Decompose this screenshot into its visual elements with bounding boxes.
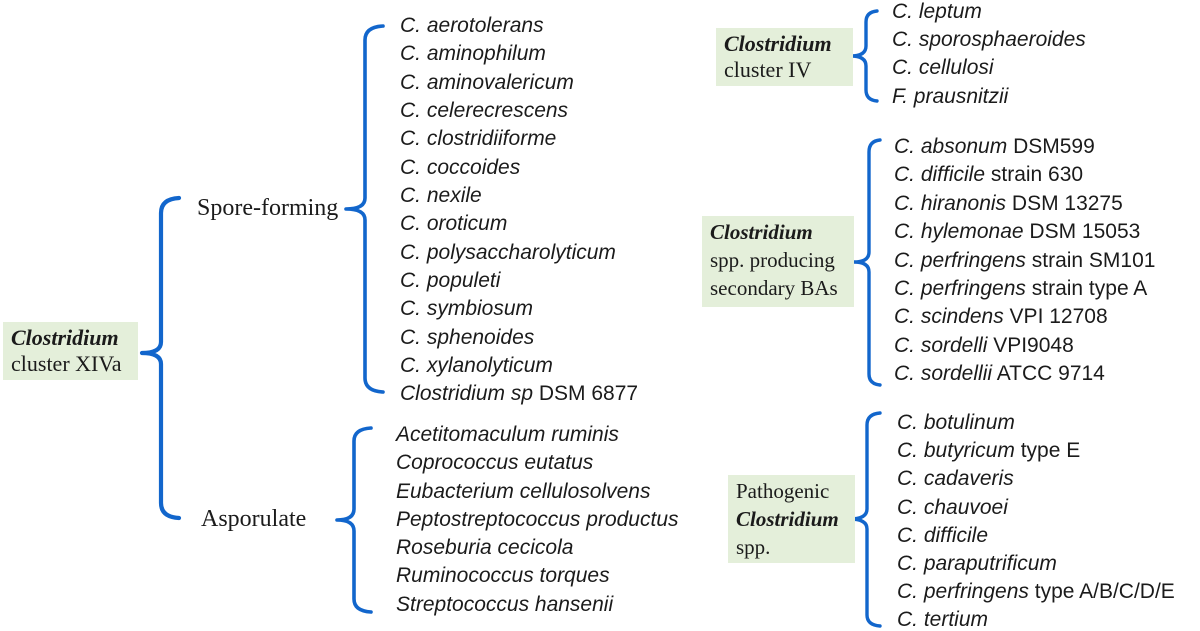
species-item: F. prausnitzii <box>892 84 1009 108</box>
species-item: Roseburia cecicola <box>396 536 574 560</box>
pathogenic-species-list: C. botulinum C. butyricum type E C. cadave… <box>897 409 1175 631</box>
cluster-xiva-label-box: Clostridium cluster XIVa <box>3 322 138 380</box>
species-item: Peptostreptococcus productus <box>396 507 679 531</box>
species-item: C. celerecrescens <box>400 99 569 123</box>
cluster-iv-genus: Clostridium <box>724 31 832 56</box>
species-item: C. hylemonae DSM 15053 <box>894 220 1141 244</box>
species-item: Clostridium sp DSM 6877 <box>400 382 639 406</box>
species-item: C. aerotolerans <box>400 14 544 37</box>
species-item: C. polysaccharolyticum <box>400 240 616 264</box>
species-item: C. botulinum <box>897 411 1015 434</box>
secondary-bas-label-box: Clostridium spp. producing secondary BAs <box>702 216 854 307</box>
species-item: C. populeti <box>400 269 501 293</box>
species-item: C. clostridiiforme <box>400 127 557 151</box>
species-item: C. perfringens type A/B/C/D/E <box>897 580 1175 604</box>
species-item: C. absonum DSM599 <box>894 135 1095 158</box>
species-item: C. tertium <box>897 608 989 631</box>
spore-forming-label: Spore-forming <box>197 195 339 221</box>
cluster-iv-species-list: C. leptum C. sporosphaeroides C. cellulosi… <box>892 0 1086 111</box>
species-item: Eubacterium cellulosolvens <box>396 479 651 503</box>
species-item: C. hiranonis DSM 13275 <box>894 191 1123 215</box>
species-item: C. oroticum <box>400 212 508 236</box>
secondary-bas-species-list: C. absonum DSM599 C. difficile strain 630… <box>894 133 1155 389</box>
secondary-bas-line3: secondary BAs <box>710 276 838 300</box>
species-item: C. difficile strain 630 <box>894 163 1084 187</box>
species-item: C. coccoides <box>400 155 521 179</box>
species-item: C. nexile <box>400 184 482 208</box>
secondary-bas-line2: spp. producing <box>710 248 835 272</box>
secondary-bas-genus: Clostridium <box>710 220 813 244</box>
species-item: Ruminococcus torques <box>396 564 610 588</box>
pathogenic-genus: Clostridium <box>736 507 839 531</box>
cluster-xiva-name: cluster XIVa <box>11 351 122 376</box>
species-item: Acetitomaculum ruminis <box>396 423 619 446</box>
pathogenic-line1: Pathogenic <box>736 479 830 503</box>
cluster-xiva-brace <box>139 195 182 521</box>
species-item: C. leptum <box>892 0 982 23</box>
secondary-bas-brace <box>852 138 882 387</box>
cluster-iv-name: cluster IV <box>724 57 812 82</box>
species-item: C. aminovalericum <box>400 70 574 94</box>
species-item: Streptococcus hansenii <box>396 592 614 616</box>
species-item: C. xylanolyticum <box>400 354 553 378</box>
cluster-iv-brace <box>849 9 879 103</box>
cluster-iv-label-box: Clostridium cluster IV <box>716 28 853 86</box>
species-item: C. paraputrificum <box>897 552 1057 576</box>
species-item: C. cellulosi <box>892 56 994 80</box>
spore-forming-species-list: C. aerotolerans C. aminophilum C. aminoval… <box>400 12 638 409</box>
species-item: C. sordelli VPI9048 <box>894 333 1074 357</box>
species-item: C. aminophilum <box>400 42 546 66</box>
species-item: C. scindens VPI 12708 <box>894 305 1108 329</box>
spore-forming-brace <box>344 24 385 394</box>
species-item: C. butyricum type E <box>897 439 1081 463</box>
species-item: C. chauvoei <box>897 495 1008 519</box>
cluster-xiva-genus: Clostridium <box>11 325 119 350</box>
species-item: C. cadaveris <box>897 467 1014 491</box>
species-item: C. perfringens strain type A <box>894 277 1148 301</box>
species-item: C. perfringens strain SM101 <box>894 248 1156 272</box>
asporulate-label: Asporulate <box>201 506 307 532</box>
asporulate-brace <box>335 426 373 614</box>
species-item: C. sporosphaeroides <box>892 28 1086 52</box>
species-item: C. sphenoides <box>400 325 535 349</box>
species-item: Coprococcus eutatus <box>396 451 594 475</box>
species-item: C. difficile <box>897 523 989 547</box>
species-item: C. symbiosum <box>400 297 534 321</box>
pathogenic-label-box: Pathogenic Clostridium spp. <box>728 475 855 563</box>
species-item: C. sordellii ATCC 9714 <box>894 362 1105 386</box>
pathogenic-line3: spp. <box>736 535 771 559</box>
